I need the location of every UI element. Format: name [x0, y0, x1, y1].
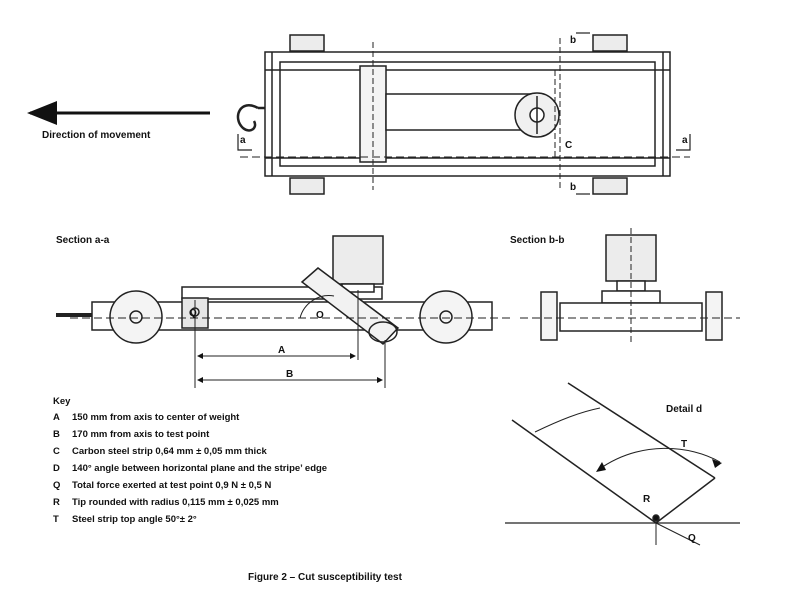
wheel-front-right [592, 34, 628, 52]
section-aa-view [56, 235, 512, 388]
direction-label: Direction of movement [42, 130, 151, 141]
key-text: 140° angle between horizontal plane and … [72, 463, 327, 474]
section-mark-c: C [565, 140, 572, 151]
section-mark-b-bottom: b [570, 182, 576, 193]
key-sym: B [53, 429, 60, 440]
bb-chassis [559, 302, 703, 332]
key-sym: Q [53, 480, 60, 491]
weight-block [332, 235, 384, 285]
lever-arm [385, 93, 537, 131]
section-aa-title: Section a-a [56, 235, 110, 246]
bb-wheel-left [540, 291, 558, 341]
key-text: Carbon steel strip 0,64 mm ± 0,05 mm thi… [72, 446, 267, 457]
top-view [236, 32, 691, 195]
key-text: 150 mm from axis to center of weight [72, 412, 240, 423]
wheel-front-left [289, 34, 325, 52]
dim-b-label: B [286, 369, 293, 380]
bb-wheel-right [705, 291, 723, 341]
frame-inner [279, 61, 656, 167]
wheel-left [109, 290, 163, 344]
dim-a-label: A [278, 345, 285, 356]
detail-t-label: T [681, 439, 687, 450]
key-text: Steel strip top angle 50°± 2° [72, 514, 197, 525]
key-title: Key [53, 396, 71, 407]
point-q-label: Q [189, 308, 197, 319]
key-text: Total force exerted at test point 0,9 N … [72, 480, 271, 491]
key-sym: A [53, 412, 60, 423]
key-legend: Key A 150 mm from axis to center of weig… [53, 396, 327, 525]
key-text: Tip rounded with radius 0,115 mm ± 0,025… [72, 497, 279, 508]
key-sym: D [53, 463, 60, 474]
angle-o-label: O [316, 310, 324, 321]
wheel-rear-right [592, 177, 628, 195]
detail-title: Detail d [666, 404, 702, 415]
key-text: 170 mm from axis to test point [72, 429, 210, 440]
detail-r-label: R [643, 494, 651, 505]
wheel-rear-left [289, 177, 325, 195]
section-mark-a-left: a [240, 135, 246, 146]
section-bb-view [520, 228, 740, 345]
detail-d-view [505, 382, 740, 546]
detail-q-label: Q [688, 533, 696, 544]
section-mark-a-right: a [682, 135, 688, 146]
key-sym: T [53, 514, 59, 525]
section-mark-b-top: b [570, 35, 576, 46]
figure-caption: Figure 2 – Cut susceptibility test [248, 572, 403, 583]
key-sym: R [53, 497, 60, 508]
key-sym: C [53, 446, 60, 457]
wheel-right [419, 290, 473, 344]
hook [236, 104, 259, 132]
section-bb-title: Section b-b [510, 235, 564, 246]
